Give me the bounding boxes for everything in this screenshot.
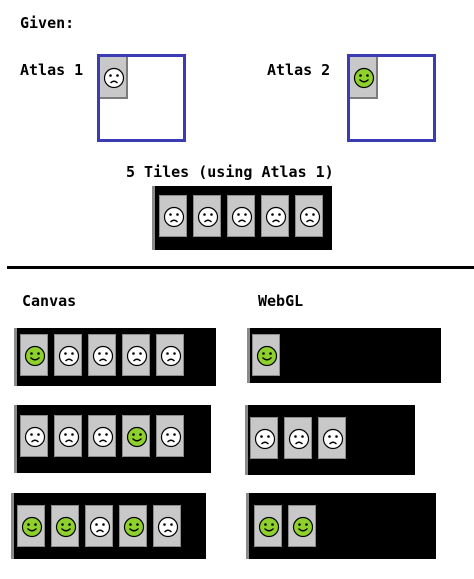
tile: [20, 334, 48, 376]
sad-face-icon: [58, 345, 80, 367]
sad-face-icon: [24, 426, 46, 448]
happy-face-icon: [256, 345, 278, 367]
atlas-2-label: Atlas 2: [267, 61, 331, 79]
atlas-1-tile: [100, 57, 128, 99]
tile: [250, 417, 278, 459]
canvas-strip-3: [11, 493, 206, 559]
atlas-1-label: Atlas 1: [20, 61, 84, 79]
sad-face-icon: [299, 206, 321, 228]
sad-face-icon: [92, 345, 114, 367]
tile: [156, 334, 184, 376]
sad-face-icon: [265, 206, 287, 228]
webgl-strip-2: [245, 405, 415, 475]
canvas-label: Canvas: [22, 292, 77, 310]
tile: [227, 195, 255, 237]
tile: [254, 505, 282, 547]
tile: [88, 334, 116, 376]
tile: [88, 415, 116, 457]
tile: [20, 415, 48, 457]
happy-face-icon: [123, 516, 145, 538]
tile: [54, 415, 82, 457]
sad-face-icon: [254, 428, 276, 450]
tile: [17, 505, 45, 547]
happy-face-icon: [292, 516, 314, 538]
sad-face-icon: [126, 345, 148, 367]
tile: [159, 195, 187, 237]
tile: [295, 195, 323, 237]
sad-face-icon: [322, 428, 344, 450]
sad-face-icon: [92, 426, 114, 448]
tile: [284, 417, 312, 459]
tile: [153, 505, 181, 547]
tile: [252, 334, 280, 376]
sad-face-icon: [103, 67, 125, 89]
sad-face-icon: [163, 206, 185, 228]
sad-face-icon: [160, 345, 182, 367]
tile: [85, 505, 113, 547]
sad-face-icon: [160, 426, 182, 448]
atlas-2-box: [347, 54, 436, 142]
tile: [193, 195, 221, 237]
tile: [318, 417, 346, 459]
atlas-2-tile: [350, 57, 378, 99]
happy-face-icon: [55, 516, 77, 538]
sad-face-icon: [231, 206, 253, 228]
happy-face-icon: [24, 345, 46, 367]
happy-face-icon: [353, 67, 375, 89]
tile: [261, 195, 289, 237]
tile: [51, 505, 79, 547]
tiles-demo-label: 5 Tiles (using Atlas 1): [126, 163, 334, 181]
canvas-strip-1: [14, 328, 216, 386]
given-label: Given:: [20, 14, 75, 32]
tile: [288, 505, 316, 547]
sad-face-icon: [157, 516, 179, 538]
happy-face-icon: [21, 516, 43, 538]
sad-face-icon: [58, 426, 80, 448]
sad-face-icon: [89, 516, 111, 538]
sad-face-icon: [288, 428, 310, 450]
section-divider: [7, 266, 474, 269]
webgl-strip-3: [246, 493, 436, 559]
tile: [122, 415, 150, 457]
tile: [54, 334, 82, 376]
atlas-1-box: [97, 54, 186, 142]
tile: [119, 505, 147, 547]
happy-face-icon: [258, 516, 280, 538]
canvas-strip-2: [14, 405, 211, 473]
tile: [156, 415, 184, 457]
sad-face-icon: [197, 206, 219, 228]
webgl-strip-1: [247, 328, 441, 383]
tiles-demo-strip: [152, 186, 332, 250]
happy-face-icon: [126, 426, 148, 448]
webgl-label: WebGL: [258, 292, 304, 310]
tile: [122, 334, 150, 376]
